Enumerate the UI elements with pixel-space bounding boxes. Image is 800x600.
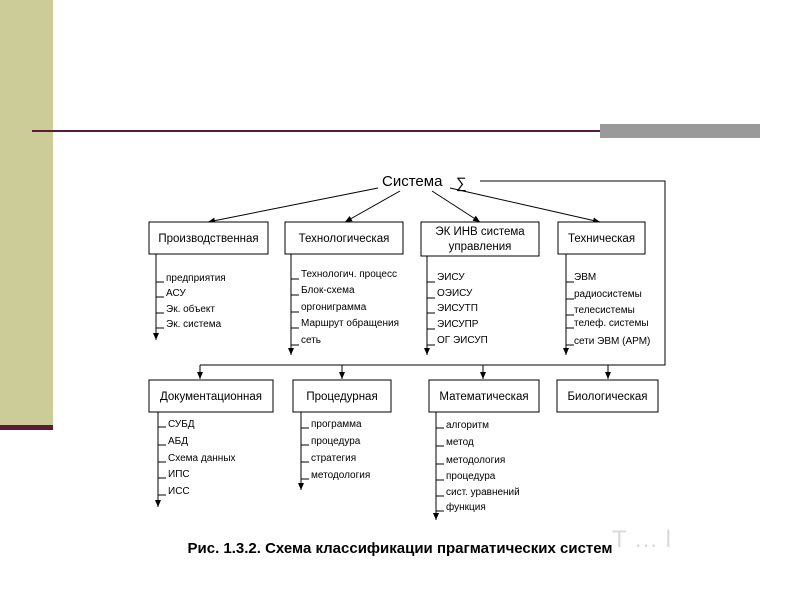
list-item: ИСС	[168, 486, 190, 497]
list-item: сети ЭВМ (АРМ)	[574, 336, 650, 347]
list-item: СУБД	[168, 419, 195, 430]
list-item: стратегия	[311, 453, 356, 464]
connector-to-bottom-row	[200, 180, 666, 366]
list-item: телесистемы	[574, 305, 635, 316]
list-technological: Технологич. процесс Блок-схема оргонигрa…	[288, 254, 399, 355]
list-item: Эк. объект	[166, 303, 215, 315]
list-production: предприятия АСУ Эк. объект Эк. система	[153, 254, 226, 340]
root-label: Система	[382, 173, 443, 190]
list-technical: ЭВМ радиосистемы телесистемы телеф. сист…	[563, 254, 650, 355]
side-band-accent	[0, 425, 53, 430]
header-rule-block	[600, 124, 760, 138]
box-biological-label: Биологическая	[567, 391, 647, 403]
list-mathematical: алгоритм метод методология процедура сис…	[433, 412, 520, 520]
list-item: ЭИСУ	[437, 272, 465, 283]
list-item: Технологич. процесс	[301, 269, 397, 280]
list-item: функция	[446, 501, 486, 513]
list-item: ОЭИСУ	[437, 288, 473, 299]
box-production-label: Производственная	[158, 233, 258, 245]
list-item: процедура	[311, 436, 361, 447]
root-arrows	[197, 180, 666, 379]
list-item: АБД	[168, 436, 188, 447]
list-item: АСУ	[166, 288, 186, 299]
box-technical-label: Техническая	[568, 233, 635, 245]
list-item: ЭИСУТП	[437, 303, 478, 314]
box-ek-inv-label-line-1: ЭК ИНВ система	[435, 226, 525, 238]
arrow-to-ek-inv	[431, 190, 481, 223]
header-rule	[32, 130, 760, 132]
list-item: Эк. система	[166, 319, 222, 330]
list-item: оргонигрaмма	[301, 302, 367, 313]
list-item: метод	[446, 437, 474, 448]
list-item: предприятия	[166, 273, 226, 284]
list-item: ЭИСУПР	[437, 319, 479, 330]
list-item: процедура	[446, 471, 496, 482]
box-mathematical: Математическая	[428, 379, 540, 413]
box-mathematical-label: Математическая	[439, 391, 528, 403]
figure-caption: Рис. 1.3.2. Схема классификации прагмати…	[187, 540, 613, 557]
box-technological: Технологическая	[284, 221, 404, 255]
list-item: сеть	[301, 335, 321, 346]
arrow-to-technological	[344, 190, 401, 223]
list-item: программа	[311, 419, 362, 430]
list-documentation: СУБД АБД Схема данных ИПС ИСС	[155, 412, 236, 507]
list-item: методология	[446, 455, 505, 466]
box-ek-inv-label-line-2: управления	[449, 241, 512, 253]
box-biological: Биологическая	[556, 379, 659, 413]
sigma-icon: ∑	[456, 175, 467, 192]
list-item: Маршрут обращения	[301, 317, 399, 329]
list-item: Блок-схема	[301, 285, 355, 296]
box-procedural-label: Процедурная	[306, 391, 377, 403]
watermark-logo: T ... l	[612, 526, 672, 553]
list-item: ОГ ЭИСУП	[437, 335, 488, 346]
list-item: методология	[311, 470, 370, 481]
list-procedural: программа процедура стратегия методологи…	[298, 412, 370, 490]
list-item: сист. уравнений	[446, 487, 520, 498]
box-documentation-label: Документационная	[160, 391, 262, 403]
arrow-to-technical	[449, 187, 601, 224]
list-item: ЭВМ	[574, 272, 596, 283]
list-item: ИПС	[168, 469, 190, 480]
box-ek-inv: ЭК ИНВ система управления	[420, 221, 540, 257]
box-production: Производственная	[148, 221, 269, 255]
box-procedural: Процедурная	[292, 379, 392, 413]
list-ek-inv: ЭИСУ ОЭИСУ ЭИСУТП ЭИСУПР ОГ ЭИСУП	[424, 256, 488, 355]
box-technical: Техническая	[557, 221, 646, 255]
list-item: радиосистемы	[574, 289, 642, 300]
arrow-to-production	[207, 187, 379, 224]
list-item: Схема данных	[168, 453, 236, 464]
box-technological-label: Технологическая	[299, 233, 390, 245]
box-documentation: Документационная	[148, 379, 274, 413]
list-item: алгоритм	[446, 420, 489, 431]
side-band	[0, 0, 53, 425]
list-item: телеф. системы	[574, 317, 649, 329]
